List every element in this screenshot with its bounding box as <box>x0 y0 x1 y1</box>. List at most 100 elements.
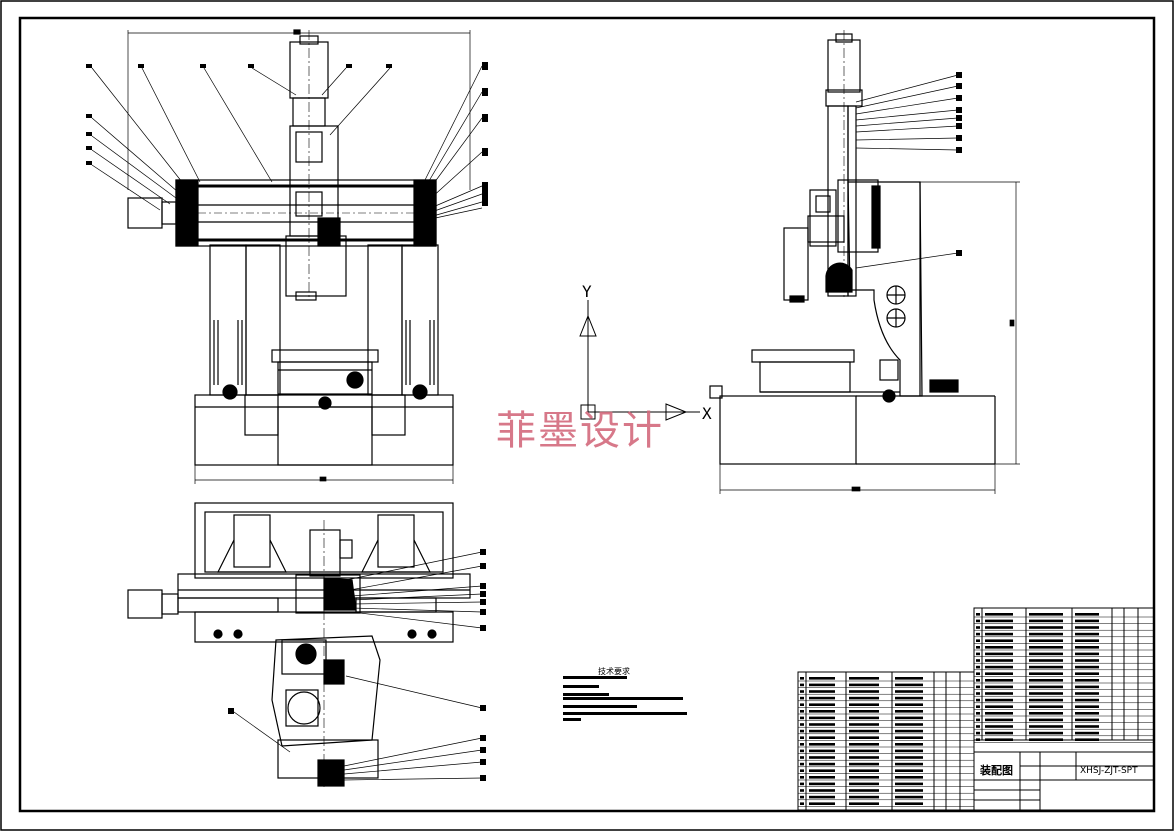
parts-list-cell <box>800 710 804 713</box>
parts-list-cell <box>849 710 879 713</box>
parts-list-cell <box>976 639 980 642</box>
parts-list-cell <box>1075 685 1099 689</box>
parts-list-cell <box>1075 738 1099 741</box>
parts-list-cell <box>895 769 923 772</box>
parts-list-cell <box>895 789 923 792</box>
parts-list-cell <box>849 690 879 693</box>
parts-list-cell <box>849 729 879 733</box>
parts-list-cell <box>1075 718 1099 722</box>
parts-list-cell <box>895 802 923 805</box>
parts-list-cell <box>895 782 923 786</box>
parts-list-cell <box>895 723 923 726</box>
parts-list-cell <box>1029 738 1063 741</box>
parts-list-cell <box>985 692 1013 695</box>
parts-list-cell <box>849 716 879 720</box>
parts-list-cell <box>809 690 835 693</box>
parts-list-cell <box>800 749 804 753</box>
parts-list-cell <box>809 736 835 739</box>
parts-list-cell <box>976 731 980 735</box>
parts-list-cell <box>985 665 1013 669</box>
parts-list-cell <box>985 725 1013 728</box>
parts-list-cell <box>1075 698 1099 702</box>
parts-list-cell <box>849 736 879 739</box>
top-view <box>127 502 471 790</box>
parts-list-cell <box>985 672 1013 675</box>
parts-list-cell <box>976 692 980 695</box>
parts-list-cell <box>1029 698 1063 702</box>
parts-list-cell <box>849 703 879 706</box>
parts-list-cell <box>895 716 923 720</box>
parts-list-cell <box>849 683 879 687</box>
drawing-code: XHSJ-ZJT-SPT <box>1080 766 1138 776</box>
parts-list-cell <box>800 782 804 786</box>
parts-list-cell <box>976 659 980 662</box>
parts-list-cell <box>1075 626 1099 629</box>
parts-list-cell <box>976 725 980 728</box>
parts-list-cell <box>1075 646 1099 649</box>
parts-list-cell <box>849 696 879 700</box>
parts-list-cell <box>809 776 835 779</box>
parts-list-cell <box>895 756 923 759</box>
front-view-balloon-labels <box>86 62 488 206</box>
parts-list-cell <box>1075 712 1099 715</box>
parts-list-cell <box>849 756 879 759</box>
parts-list-cell <box>1075 639 1099 642</box>
parts-list-cell <box>849 795 879 799</box>
parts-list-cell <box>1075 679 1099 682</box>
parts-list-cell <box>1029 679 1063 682</box>
parts-list-cell <box>800 716 804 720</box>
parts-list-cell <box>800 736 804 739</box>
parts-list-cell <box>809 749 835 753</box>
parts-list-cell <box>1075 659 1099 662</box>
side-view-balloon-labels <box>956 72 962 256</box>
parts-list-cell <box>985 659 1013 662</box>
parts-list-cell <box>1029 705 1063 708</box>
drawing-frame <box>18 16 1156 813</box>
parts-list-cell <box>849 776 879 779</box>
parts-list-cell <box>1029 626 1063 629</box>
parts-list-cell <box>809 716 835 720</box>
parts-list-cell <box>895 729 923 733</box>
parts-list-cell <box>800 690 804 693</box>
parts-list-cell <box>1029 639 1063 642</box>
technical-notes-title: 技术要求 <box>598 667 630 676</box>
parts-list-cell <box>809 683 835 687</box>
parts-list-cell <box>895 749 923 753</box>
parts-list-cell <box>1075 725 1099 728</box>
parts-list-cell <box>809 743 835 746</box>
parts-list-cell <box>800 683 804 687</box>
parts-list-cell <box>800 677 804 680</box>
ucs-x-label: X <box>702 404 712 423</box>
parts-list-cell <box>809 762 835 766</box>
parts-list-cell <box>976 652 980 656</box>
side-dimensions <box>719 181 1020 494</box>
parts-list-cell <box>809 703 835 706</box>
parts-list-cell <box>1029 672 1063 675</box>
parts-list-cell <box>800 762 804 766</box>
parts-list-cell <box>985 632 1013 636</box>
parts-list-cell <box>1029 652 1063 656</box>
parts-list-cell <box>976 632 980 636</box>
parts-list-cell <box>985 738 1013 741</box>
parts-list-cell <box>1029 712 1063 715</box>
top-view-leaders <box>233 551 483 781</box>
parts-list-cell <box>849 762 879 766</box>
parts-list-cell <box>800 743 804 746</box>
parts-list-cell <box>1029 632 1063 636</box>
parts-list-rows <box>798 613 1154 807</box>
drawing-name: 装配图 <box>980 764 1013 777</box>
parts-list-cell <box>1075 731 1099 735</box>
parts-list-cell <box>976 679 980 682</box>
parts-list-cell <box>895 703 923 706</box>
parts-list-cell <box>1029 613 1063 616</box>
parts-list-cell <box>985 652 1013 656</box>
parts-list-cell <box>976 672 980 675</box>
parts-list-cell <box>1075 632 1099 636</box>
technical-notes-lines <box>563 676 687 721</box>
parts-list-cell <box>809 789 835 792</box>
parts-list-cell <box>1075 665 1099 669</box>
parts-list-cell <box>976 705 980 708</box>
parts-list-cell <box>800 789 804 792</box>
